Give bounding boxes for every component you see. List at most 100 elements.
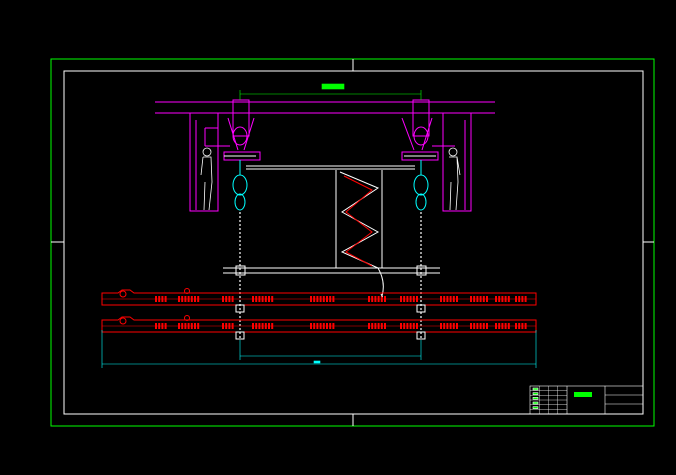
right-trolley xyxy=(401,151,439,161)
upper-beam-hole xyxy=(326,296,328,302)
lower-beam-hole xyxy=(194,323,196,329)
lower-beam-hole xyxy=(482,323,485,329)
lower-beam-hole xyxy=(225,323,228,329)
lower-beam-hole xyxy=(158,323,161,329)
lower-beam-outline xyxy=(101,316,537,333)
upper-beam-hole xyxy=(409,296,412,302)
lower-beam-hole xyxy=(473,323,476,329)
upper-beam-hole xyxy=(403,296,406,302)
left-brace xyxy=(243,117,255,151)
upper-beam-hole xyxy=(316,296,319,302)
lower-beam-hole xyxy=(316,323,319,329)
upper-beam-hole xyxy=(440,296,442,302)
upper-beam-lug xyxy=(119,290,127,298)
upper-beam-lug xyxy=(184,288,190,294)
lower-beam-hole xyxy=(449,323,452,329)
title-block-grid xyxy=(530,386,567,414)
lower-beam-hole xyxy=(412,323,415,329)
upper-beam-hole xyxy=(252,296,254,302)
upper-beam-hole xyxy=(255,296,258,302)
lower-beam-hole xyxy=(310,323,312,329)
lower-beam-lug xyxy=(184,315,190,321)
lower-beam-hole xyxy=(319,323,322,329)
upper-beam-hole xyxy=(416,296,418,302)
bottom-dimension xyxy=(101,330,537,368)
top-dim-tag xyxy=(321,83,345,90)
upper-beam-right-clamp xyxy=(416,304,426,313)
lower-beam-hole xyxy=(155,323,157,329)
lower-beam-hole xyxy=(264,323,267,329)
festoon-zigzag-inner xyxy=(343,175,373,267)
left-motor xyxy=(232,126,248,146)
lower-beam-hole xyxy=(403,323,406,329)
lower-beam-hole xyxy=(507,323,510,329)
red-beams xyxy=(101,288,537,340)
lower-beam-hole xyxy=(456,323,458,329)
upper-beam-hole xyxy=(384,296,386,302)
upper-beam-hole xyxy=(194,296,196,302)
lower-beam-hole xyxy=(161,323,164,329)
lower-beam-hole xyxy=(255,323,258,329)
upper-beam-hole xyxy=(190,296,193,302)
lower-beam-hole xyxy=(368,323,370,329)
upper-beam-hole xyxy=(470,296,472,302)
lower-beam-hole xyxy=(197,323,200,329)
lower-beam-hole xyxy=(190,323,193,329)
left-operator xyxy=(200,147,213,211)
upper-beam-hole xyxy=(406,296,409,302)
left-operator-body xyxy=(200,156,213,211)
lower-beam-hole xyxy=(313,323,316,329)
lower-beam-hole xyxy=(187,323,190,329)
right-brace xyxy=(401,117,415,151)
upper-beam-hole xyxy=(515,296,517,302)
upper-beam-hole xyxy=(231,296,234,302)
bottom-dim-tag xyxy=(313,360,321,364)
title-block-name-tag xyxy=(574,392,592,397)
title-block xyxy=(529,385,644,415)
left-operator-head xyxy=(202,147,212,157)
upper-beam-hole xyxy=(184,296,187,302)
lower-beam-hole xyxy=(443,323,446,329)
right-operator-body xyxy=(449,156,461,211)
lower-beam-hole xyxy=(521,323,524,329)
lower-beam-hole xyxy=(252,323,254,329)
lower-beam-hole xyxy=(446,323,449,329)
lower-beam-hole xyxy=(515,323,517,329)
upper-beam-hole xyxy=(449,296,452,302)
title-block-cell-text xyxy=(532,397,539,400)
lower-beam-hole xyxy=(268,323,270,329)
lower-beam-hole xyxy=(377,323,380,329)
lower-beam-hole xyxy=(181,323,184,329)
upper-beam-hole xyxy=(473,296,476,302)
right-brace-2 xyxy=(421,117,433,151)
upper-beam-hole xyxy=(377,296,380,302)
upper-beam-hole xyxy=(181,296,184,302)
upper-beam-hole xyxy=(271,296,274,302)
upper-beam-hole xyxy=(158,296,161,302)
upper-beam-hole xyxy=(507,296,510,302)
lower-beam-hole xyxy=(322,323,325,329)
lower-beam-left-clamp xyxy=(235,331,245,340)
lower-beam-hole xyxy=(470,323,472,329)
upper-beam-hole xyxy=(498,296,501,302)
lower-beam-hole xyxy=(271,323,274,329)
lower-beam-hole xyxy=(504,323,507,329)
upper-beam-hole xyxy=(412,296,415,302)
lower-beam-hole xyxy=(409,323,412,329)
right-hoist-hook xyxy=(415,193,427,211)
festoon-tail xyxy=(377,267,384,297)
lower-beam-hole xyxy=(164,323,167,329)
upper-beam-hole xyxy=(329,296,332,302)
lower-beam-hole xyxy=(258,323,261,329)
left-hoist-body xyxy=(232,174,248,196)
lower-beam-hole xyxy=(374,323,377,329)
title-block-cell-text xyxy=(532,406,539,409)
lower-beam-hole xyxy=(329,323,332,329)
lower-beam-hole xyxy=(518,323,521,329)
upper-beam-outline xyxy=(101,289,537,306)
sheet-frame xyxy=(50,58,655,427)
upper-beam-hole xyxy=(322,296,325,302)
title-block-cell-text xyxy=(532,392,539,395)
platform-rail xyxy=(223,265,440,276)
lower-beam-hole xyxy=(384,323,386,329)
